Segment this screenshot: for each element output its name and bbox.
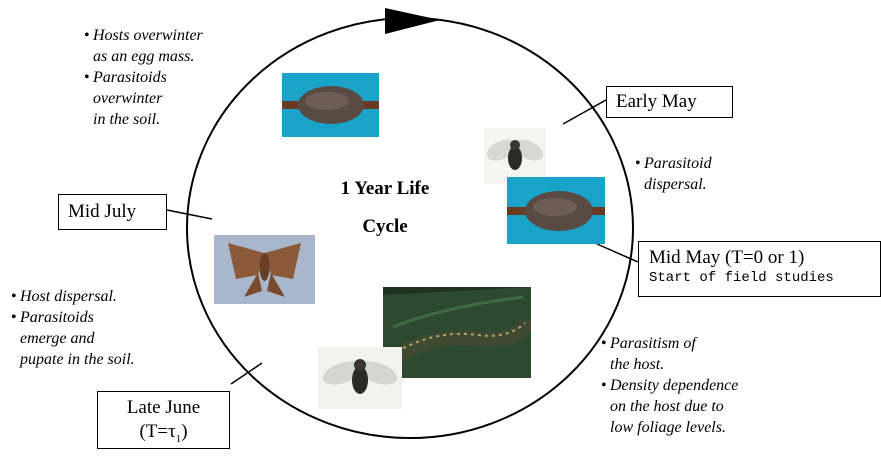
moth-photo: [214, 235, 315, 304]
note-host-dispersal-line: pupate in the soil.: [11, 349, 135, 370]
label-mid-july-text: Mid July: [68, 201, 136, 222]
label-early-may: Early May: [606, 86, 733, 118]
note-parasitism-line: low foliage levels.: [601, 417, 738, 438]
note-host-dispersal-line: Parasitoids: [20, 309, 94, 326]
note-parasitism-line: on the host due to: [601, 396, 738, 417]
label-late-june-time: (T=τ1): [98, 420, 229, 451]
note-parasitoid-dispersal: •Parasitoid dispersal.: [635, 153, 712, 195]
note-parasitism-line: the host.: [601, 354, 738, 375]
note-parasitism-line: Density dependence: [610, 377, 738, 394]
note-overwinter-line: as an egg mass.: [84, 46, 203, 67]
label-early-may-text: Early May: [616, 91, 697, 112]
note-overwinter: •Hosts overwinter as an egg mass. •Paras…: [84, 25, 203, 130]
note-overwinter-line: overwinter: [84, 88, 203, 109]
label-mid-july: Mid July: [58, 194, 167, 230]
label-mid-may: Mid May (T=0 or 1) Start of field studie…: [638, 241, 881, 297]
cycle-title: 1 Year Life Cycle: [310, 170, 460, 246]
note-parasitoid-dispersal-line: Parasitoid: [644, 155, 712, 172]
fly-photo-right: [484, 128, 546, 184]
tick-early-may: [563, 100, 606, 124]
label-mid-may-subtext: Start of field studies: [649, 270, 880, 286]
note-overwinter-line: Hosts overwinter: [93, 27, 203, 44]
cycle-direction-arrow: [385, 8, 440, 34]
note-host-dispersal-line: emerge and: [11, 328, 135, 349]
note-overwinter-line: in the soil.: [84, 109, 203, 130]
cycle-title-line2: Cycle: [310, 208, 460, 246]
label-late-june: Late June (T=τ1): [97, 391, 230, 449]
note-parasitism: •Parasitism of the host. •Density depend…: [601, 333, 738, 438]
tick-mid-july: [167, 210, 212, 219]
label-late-june-text: Late June: [98, 396, 229, 420]
label-mid-may-text: Mid May (T=0 or 1): [649, 246, 880, 270]
note-overwinter-line: Parasitoids: [93, 69, 167, 86]
note-parasitoid-dispersal-line: dispersal.: [635, 174, 712, 195]
egg-mass-photo-right: [507, 177, 605, 244]
note-host-dispersal-line: Host dispersal.: [20, 288, 117, 305]
egg-mass-photo-top: [282, 73, 379, 137]
note-parasitism-line: Parasitism of: [610, 335, 696, 352]
cycle-title-line1: 1 Year Life: [310, 170, 460, 208]
caterpillar-photo: [383, 287, 531, 378]
note-host-dispersal: •Host dispersal. •Parasitoids emerge and…: [11, 286, 135, 370]
fly-photo-bottom: [318, 347, 402, 409]
